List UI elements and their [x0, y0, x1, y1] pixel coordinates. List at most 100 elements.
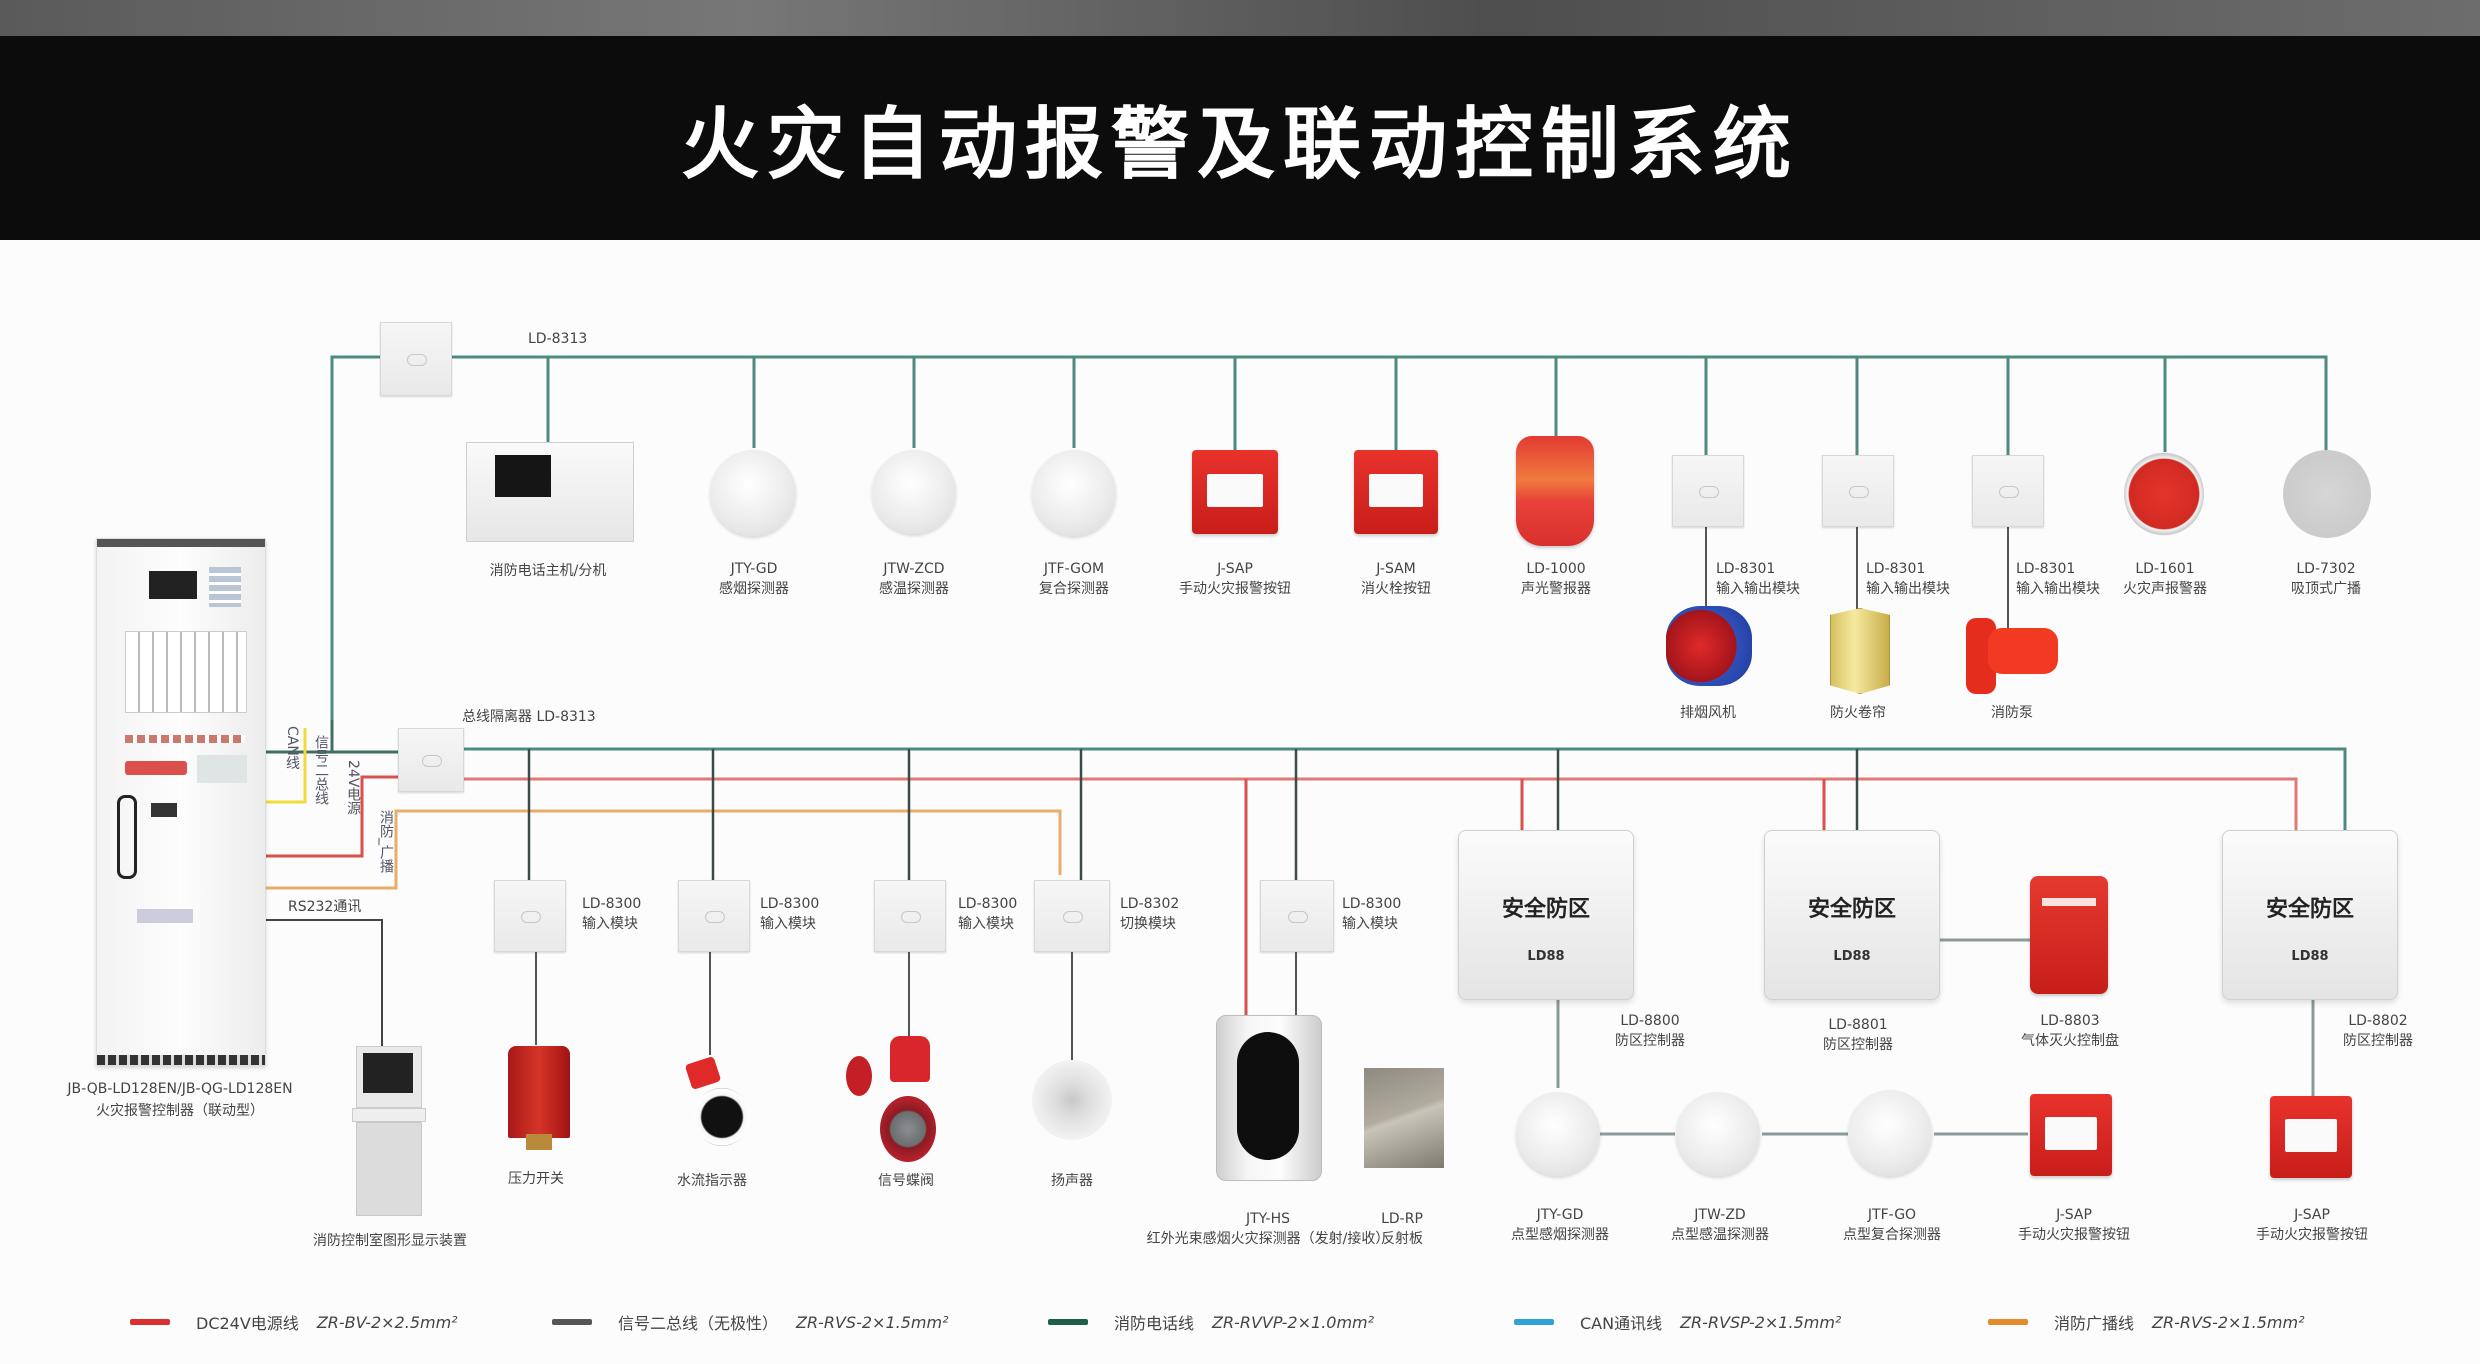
- module-name: 输入模块: [1342, 916, 1398, 932]
- cabinet-indicator-row: [125, 735, 245, 743]
- device-label: 水流指示器: [677, 1173, 747, 1189]
- smoke-exhaust-fan-icon[interactable]: [1666, 606, 1752, 686]
- device-code: JTW-ZCD: [883, 561, 945, 577]
- device-code: LD-8301: [1866, 561, 1926, 577]
- chain-name: 点型感烟探测器: [1511, 1227, 1609, 1243]
- chain-manual-call-point-icon[interactable]: [2030, 1094, 2112, 1176]
- device-label: 感烟探测器: [719, 581, 789, 597]
- header-photo-strip: [0, 0, 2480, 36]
- load-label: 排烟风机: [1680, 705, 1736, 721]
- beam-smoke-detector-icon[interactable]: [1216, 1015, 1322, 1181]
- rs232-wire-label: RS232通讯: [288, 899, 362, 915]
- ceiling-speaker-icon[interactable]: [2283, 450, 2371, 538]
- legend-label: 消防广播线: [2054, 1314, 2135, 1333]
- legend-swatch: [552, 1319, 592, 1325]
- heat-detector-icon[interactable]: [872, 450, 956, 534]
- device-code: LD-1601: [2135, 561, 2195, 577]
- reflector-code: LD-RP: [1381, 1211, 1423, 1227]
- broadcast-wire-label: 消防_广播: [378, 810, 394, 873]
- beam-detector-code: JTY-HS: [1245, 1211, 1291, 1227]
- legend-spec: ZR-RVS-2×1.5mm²: [2152, 1312, 2305, 1332]
- gas-extinguishing-panel-icon[interactable]: [2030, 876, 2108, 994]
- chain-smoke-detector-icon[interactable]: [1516, 1092, 1600, 1176]
- legend-spec: ZR-RVVP-2×1.0mm²: [1212, 1312, 1375, 1332]
- io-module-pump[interactable]: [1972, 455, 2044, 527]
- module-code: LD-8300: [958, 896, 1018, 912]
- device-code: LD-1000: [1526, 561, 1586, 577]
- legend-swatch: [1048, 1319, 1088, 1325]
- combo-detector-icon[interactable]: [1032, 450, 1116, 536]
- device-label: 手动火灾报警按钮: [1179, 581, 1291, 597]
- power-wire: [266, 775, 398, 858]
- panel-code: LD-8802: [2348, 1013, 2408, 1029]
- cabinet-drawer: [137, 909, 193, 923]
- io-module-shutter[interactable]: [1822, 455, 1894, 527]
- device-code: LD-8301: [2016, 561, 2076, 577]
- module-code: LD-8300: [1342, 896, 1402, 912]
- device-code: JTY-GD: [730, 561, 778, 577]
- side-device-code: LD-8803: [2040, 1013, 2100, 1029]
- chain-heat-detector-icon[interactable]: [1676, 1092, 1760, 1176]
- controller-label-line1: JB-QB-LD128EN/JB-QG-LD128EN: [67, 1081, 293, 1097]
- right-manual-call-point-icon[interactable]: [2270, 1096, 2352, 1178]
- fire-shutter-icon[interactable]: [1830, 608, 1890, 694]
- switch-module[interactable]: [1034, 880, 1110, 952]
- side-device-name: 气体灭火控制盘: [2021, 1033, 2119, 1049]
- chain-code: J-SAP: [2056, 1207, 2092, 1223]
- title-banner: 火灾自动报警及联动控制系统: [0, 36, 2480, 240]
- middle-bus-isolator[interactable]: [398, 728, 464, 792]
- chain-combo-detector-icon[interactable]: [1848, 1090, 1932, 1176]
- graphic-display-terminal[interactable]: [352, 1046, 426, 1218]
- legend-item-can: CAN通讯线 ZR-RVSP-2×1.5mm²: [1514, 1310, 1841, 1334]
- cabinet-window: [197, 755, 247, 783]
- device-label: 火灾声报警器: [2123, 581, 2207, 597]
- device-label: 复合探测器: [1039, 581, 1109, 597]
- input-module[interactable]: [1260, 880, 1334, 952]
- speaker-icon[interactable]: [1032, 1060, 1112, 1140]
- zone-panel-code: LD88: [1833, 948, 1871, 964]
- load-label: 消防泵: [1991, 705, 2033, 721]
- module-device-drops: [535, 950, 1297, 1060]
- reflector-plate-icon[interactable]: [1364, 1068, 1444, 1168]
- manual-call-point-icon[interactable]: [1192, 450, 1278, 534]
- panel-name: 防区控制器: [2343, 1033, 2413, 1049]
- cabinet-printer: [151, 803, 177, 817]
- zone-panel-code: LD88: [2291, 948, 2329, 964]
- fire-pump-icon[interactable]: [1962, 608, 2062, 694]
- controller-label-line2: 火灾报警控制器（联动型）: [96, 1103, 264, 1119]
- pressure-switch-icon[interactable]: [508, 1046, 570, 1150]
- can-wire-label: CAN线: [284, 726, 300, 770]
- smoke-detector-icon[interactable]: [710, 450, 796, 536]
- water-flow-indicator-icon[interactable]: [684, 1056, 756, 1150]
- fire-bell-icon[interactable]: [2124, 452, 2204, 536]
- zone-panel-title: 安全防区: [1501, 897, 1590, 923]
- zone-panel-title: 安全防区: [2265, 897, 2354, 923]
- device-code: LD-8301: [1716, 561, 1776, 577]
- input-module[interactable]: [874, 880, 946, 952]
- cabinet-switch-panel: [125, 631, 247, 713]
- top-isolator-label: LD-8313: [528, 331, 588, 347]
- chain-code: JTY-GD: [1536, 1207, 1584, 1223]
- beam-detector-label: 红外光束感烟火灾探测器（发射/接收）: [1146, 1231, 1390, 1247]
- panel-links: [1556, 938, 2315, 1136]
- zone-panel-1[interactable]: 安全防区 LD88: [1458, 830, 1634, 1000]
- panel-name: 防区控制器: [1615, 1033, 1685, 1049]
- input-module[interactable]: [678, 880, 750, 952]
- io-module-fan[interactable]: [1672, 455, 1744, 527]
- zone-panel-3[interactable]: 安全防区 LD88: [2222, 830, 2398, 1000]
- legend-swatch: [130, 1319, 170, 1325]
- hydrant-button-icon[interactable]: [1354, 450, 1438, 534]
- module-name: 输入模块: [958, 916, 1014, 932]
- cabinet-red-strip: [125, 761, 187, 775]
- chain-name: 点型感温探测器: [1671, 1227, 1769, 1243]
- fire-alarm-controller-cabinet[interactable]: [96, 538, 266, 1066]
- module-name: 输入模块: [760, 916, 816, 932]
- legend-swatch: [1988, 1319, 2028, 1325]
- top-bus-isolator[interactable]: [380, 322, 452, 396]
- zone-panel-2[interactable]: 安全防区 LD88: [1764, 830, 1940, 1000]
- input-module[interactable]: [494, 880, 566, 952]
- signal-butterfly-valve-icon[interactable]: [846, 1036, 936, 1166]
- fire-telephone-host[interactable]: [466, 442, 634, 542]
- sounder-strobe-icon[interactable]: [1516, 436, 1594, 546]
